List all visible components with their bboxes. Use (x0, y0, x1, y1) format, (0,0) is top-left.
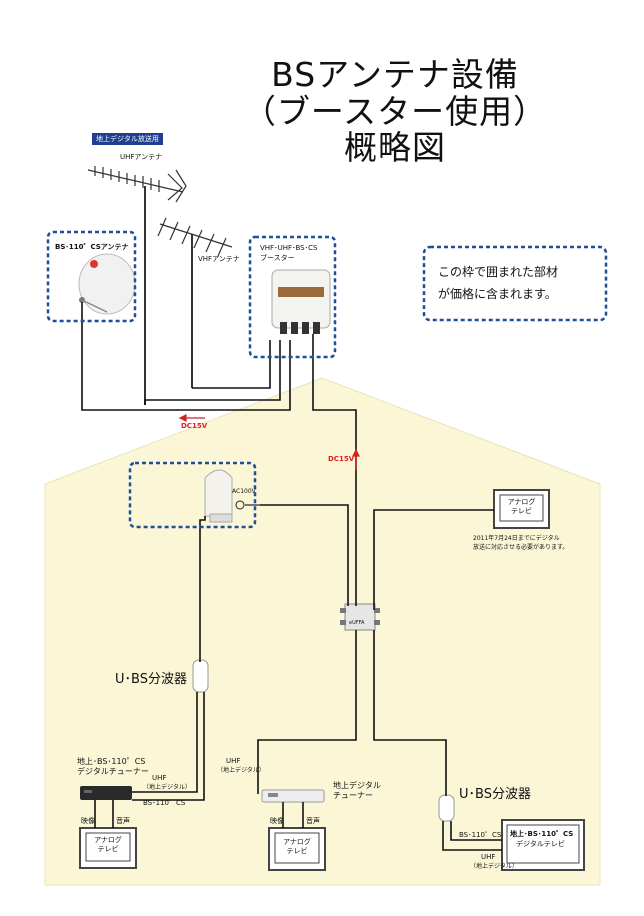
analog-note-line2: 放送に対応させる必要があります。 (473, 544, 569, 551)
tuner-left-line1: 地上･BS･110゜CS (77, 757, 146, 766)
analog-tv-top-label: アナログ テレビ (507, 498, 536, 515)
tuner-mid-line1: 地上デジタル (333, 781, 381, 790)
legend-line2: が価格に含まれます。 (438, 287, 557, 301)
ubs-left-label: U･BS分波器 (115, 672, 187, 687)
video-left-label: 映像 (81, 817, 95, 825)
dc-label-left: DC15V (181, 422, 208, 430)
splitter-icon (340, 603, 380, 631)
bscs-label-a: BS･110゜CS (143, 799, 186, 807)
splitter-logo: eUFFA (349, 620, 365, 626)
ubs-splitter-left-icon (192, 659, 209, 693)
page-title-line2: （ブースター使用） (242, 92, 548, 131)
house-shape (44, 377, 601, 886)
uhf-label-b: UHF (226, 757, 241, 765)
analog-tv-left-label: アナログ テレビ (94, 836, 122, 853)
uhf-sub-right: （地上デジタル） (470, 863, 518, 870)
digital-tv-line2: デジタルテレビ (516, 840, 565, 848)
tuner-left-line2: デジタルチューナー (77, 767, 149, 776)
booster-icon (271, 269, 331, 334)
uhf-antenna-icon (87, 166, 187, 405)
vhf-antenna-icon (157, 217, 233, 388)
power-supply-icon (204, 469, 260, 523)
uhf-label-a: UHF (152, 774, 167, 782)
dc-label-vertical: DC15V (328, 455, 355, 463)
bs-dish-icon (78, 253, 136, 315)
cable-lines (81, 302, 502, 851)
uhf-sub-b: （地上デジタル） (217, 767, 265, 774)
tuner-mid-line2: チューナー (333, 791, 373, 800)
analog-note-line1: 2011年7月24日までにデジタル (473, 535, 560, 542)
terrestrial-tag: 地上デジタル放送用 (92, 133, 163, 145)
included-frames (46, 230, 608, 529)
analog-tv-mid-label: アナログ テレビ (283, 838, 311, 855)
uhf-label-right: UHF (481, 853, 496, 861)
tuner-mid-icon (261, 789, 325, 803)
audio-mid-label: 音声 (306, 817, 320, 825)
audio-left-label: 音声 (116, 817, 130, 825)
booster-label-line2: ブースター (260, 254, 295, 262)
page-title-line3: 概略図 (344, 128, 446, 167)
legend-line1: この枠で囲まれた部材 (438, 265, 559, 279)
page-title-line1: BSアンテナ設備 (271, 55, 519, 94)
ubs-right-label: U･BS分波器 (459, 787, 531, 802)
vhf-antenna-label: VHFアンテナ (198, 255, 240, 263)
uhf-sub-a: （地上デジタル） (143, 784, 191, 791)
booster-label-line1: VHF･UHF･BS･CS (260, 244, 318, 252)
digital-tv-line1: 地上･BS･110゜CS (510, 830, 574, 838)
ubs-splitter-right-icon (438, 794, 455, 822)
analog-tv-top-icon (493, 489, 550, 529)
dc-arrows (178, 414, 360, 470)
tuner-left-icon (80, 786, 132, 800)
ac-label: AC100V (232, 488, 256, 495)
bs-antenna-label: BS･110゜CSアンテナ (55, 243, 129, 251)
bscs-label-right: BS･110゜CS (459, 831, 502, 839)
digital-tv-icon (501, 819, 585, 871)
analog-tv-left-icon (79, 827, 137, 869)
uhf-antenna-label: UHFアンテナ (120, 153, 163, 161)
video-mid-label: 映像 (270, 817, 284, 825)
analog-tv-mid-icon (268, 827, 326, 871)
